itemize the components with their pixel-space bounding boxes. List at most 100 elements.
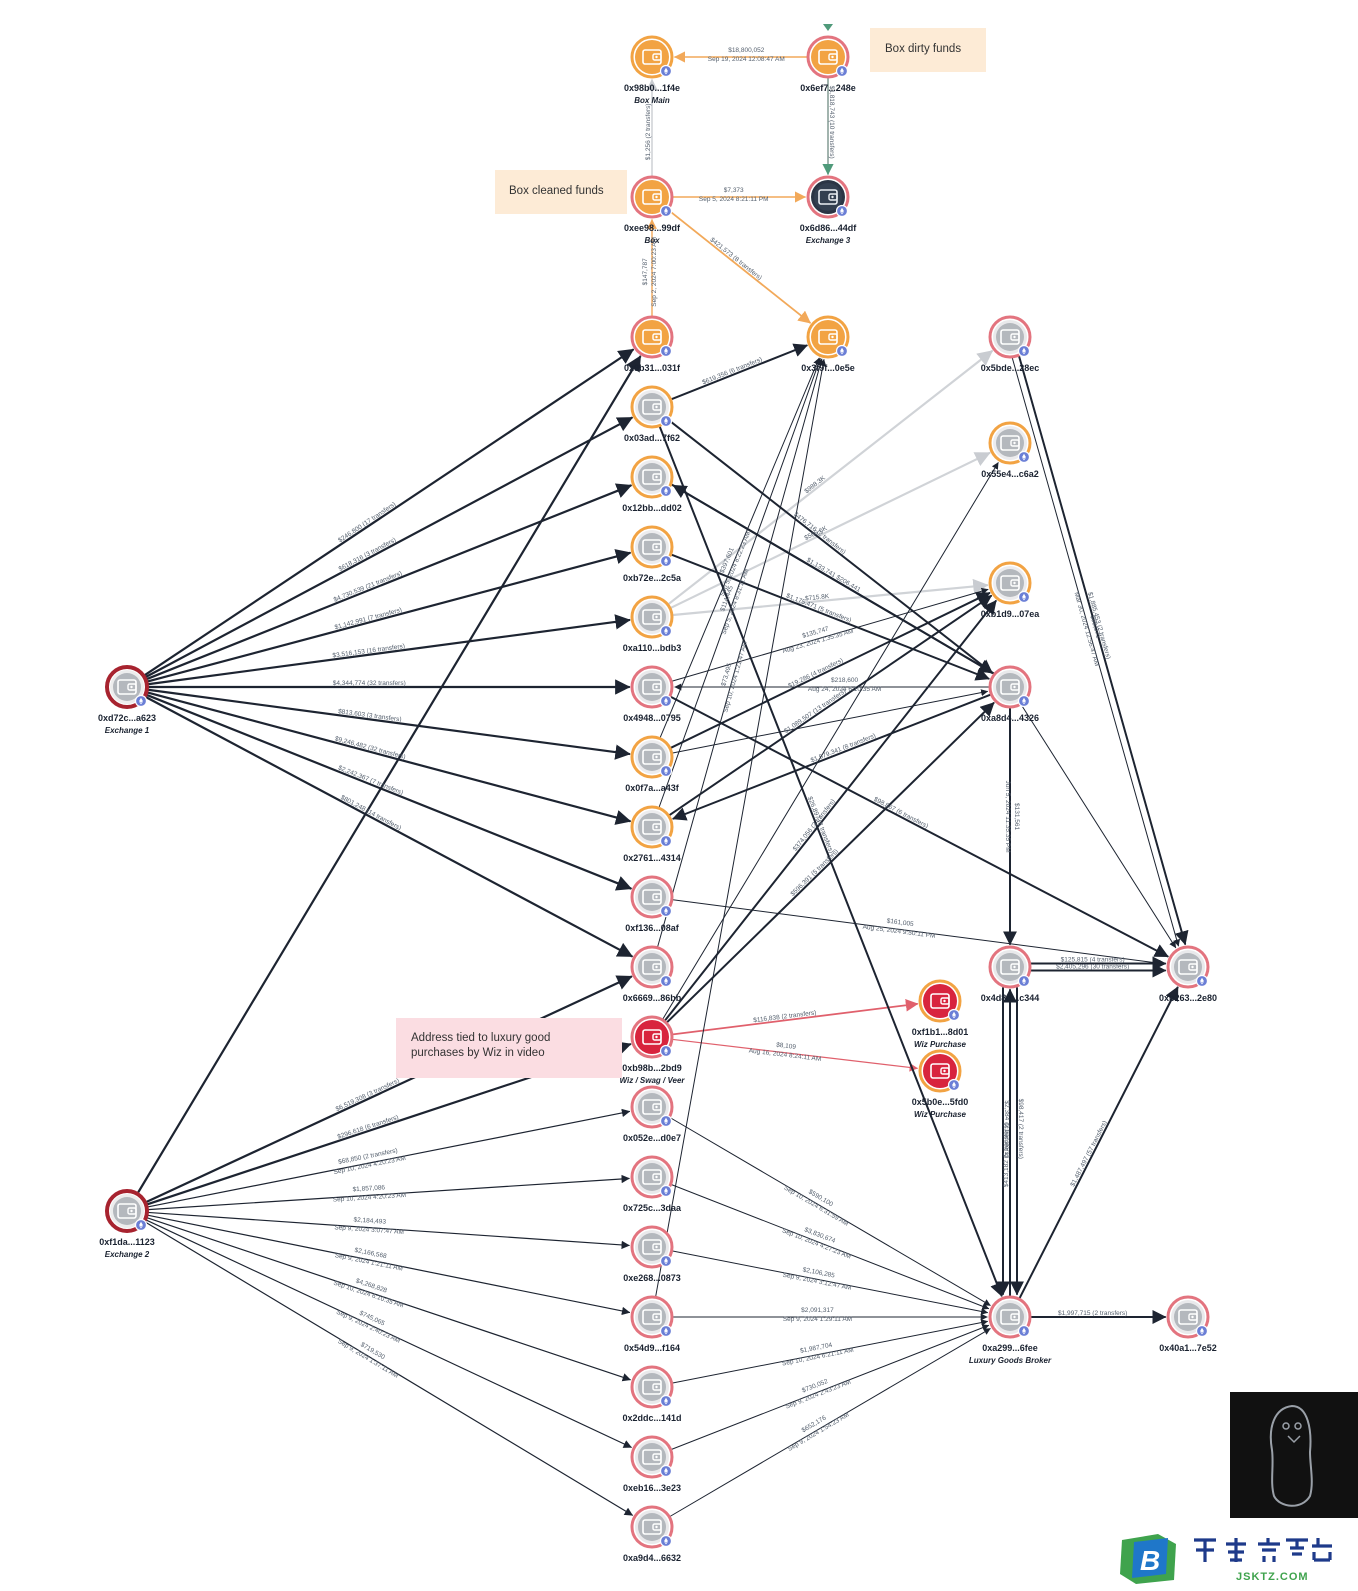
- edge-amount: $296,618 (6 transfers): [337, 1114, 400, 1141]
- edge-0xb98b-to-0xb1d9[interactable]: [664, 599, 997, 1022]
- edge-0xf1da-to-0x2ddc[interactable]: [146, 1217, 631, 1382]
- edge-0xa8d4-to-0x12bb[interactable]: [672, 484, 995, 675]
- edge-0x03ad-to-0xa8d4[interactable]: [667, 418, 993, 674]
- node-0x3f9f[interactable]: 0x3f9f...0e5e: [801, 315, 855, 373]
- edge-0xf1da-to-0x9b31[interactable]: [136, 355, 642, 1195]
- edge-0x5bde-to-0xb263[interactable]: [1011, 357, 1181, 947]
- edge-0xf1da-to-0xa9d4[interactable]: [144, 1221, 634, 1516]
- edge-0xa9d4-to-0xa299[interactable]: [669, 1328, 991, 1517]
- edge-0xd72c-to-0xf136[interactable]: [145, 693, 633, 891]
- node-0x12bb[interactable]: 0x12bb...dd02: [622, 455, 682, 513]
- edge-0xd72c-to-0xb72e[interactable]: [146, 549, 632, 683]
- node-0x54d9[interactable]: 0x54d9...f164: [624, 1295, 680, 1353]
- edge-0xa8d4-to-0xb263[interactable]: [1020, 704, 1177, 949]
- edge-0xe268-to-0xa299[interactable]: [672, 1250, 989, 1315]
- node-0x2ddc[interactable]: 0x2ddc...141d: [622, 1365, 682, 1423]
- wallet-icon: [642, 1169, 662, 1185]
- edge-0xf136-to-0xb263[interactable]: [672, 899, 1166, 967]
- edge-0xa110-to-0x5bde[interactable]: [667, 350, 994, 606]
- edge-0xd72c-to-0xa110[interactable]: [146, 614, 631, 686]
- edge-0x4948-to-0xb263[interactable]: [669, 695, 1169, 958]
- edge-0xee98-to-0x3f9f[interactable]: [667, 209, 811, 324]
- edge-0xf1da-to-0x6669[interactable]: [144, 975, 633, 1204]
- edge-0xb98b-to-0xf1b1[interactable]: [671, 999, 919, 1036]
- edge-0xd72c-to-0x12bb[interactable]: [145, 483, 633, 681]
- edge-0xd72c-to-0x2761[interactable]: [146, 691, 632, 825]
- node-0xb263[interactable]: 0xb263...2e80: [1159, 945, 1217, 1003]
- edge-0xb98b-to-0x5b0e[interactable]: [672, 1038, 918, 1072]
- node-0x6ef7[interactable]: 0x6ef7...248e: [800, 35, 856, 93]
- penguin-logo-panel: [1230, 1392, 1358, 1518]
- node-0x55e4[interactable]: 0x55e4...c6a2: [981, 421, 1039, 479]
- ethereum-icon: [659, 1394, 673, 1408]
- node-0xe268[interactable]: 0xe268...0873: [623, 1225, 681, 1283]
- edge-amount: $4,344,774 (32 transfers): [333, 680, 406, 687]
- node-0x03ad[interactable]: 0x03ad...7f62: [624, 385, 680, 443]
- wallet-icon: [1000, 1309, 1020, 1325]
- node-0x5bde[interactable]: 0x5bde...28ec: [981, 315, 1040, 373]
- edge-0xeb16-to-0xa299[interactable]: [671, 1324, 990, 1450]
- edge-0xa110-to-0xb1d9[interactable]: [671, 578, 989, 617]
- edge-0xd72c-to-0x0f7a[interactable]: [146, 688, 631, 760]
- edge-timestamp: Sep 9, 2024 1:29:11 AM: [783, 1316, 852, 1323]
- edge-0xf1da-to-0xeb16[interactable]: [145, 1219, 632, 1448]
- edge-label-0xa299-to-0xb263: $1,487,497 (57 transfers): [1069, 1120, 1108, 1188]
- edge-0xa299-to-0xb263[interactable]: [1018, 986, 1179, 1300]
- edge-0xf1da-to-0x725c[interactable]: [147, 1174, 630, 1211]
- node-0xb1d9[interactable]: 0xb1d9...07ea: [981, 561, 1041, 619]
- node-0xa110[interactable]: 0xa110...bdb3: [623, 595, 682, 653]
- node-0x2761[interactable]: 0x2761...4314: [623, 805, 681, 863]
- node-0xa8d4[interactable]: 0xa8d4...4326: [981, 665, 1039, 723]
- node-0x4948[interactable]: 0x4948...0795: [623, 665, 681, 723]
- node-0xeb16[interactable]: 0xeb16...3e23: [623, 1435, 681, 1493]
- edge-0xb98b-to-0x55e4[interactable]: [662, 462, 999, 1020]
- node-0xa9d4[interactable]: 0xa9d4...6632: [623, 1505, 681, 1563]
- edge-0x03ad-to-0xa299[interactable]: [658, 425, 1004, 1297]
- edge-0xd72c-to-0x6669[interactable]: [144, 695, 634, 958]
- edge-0xb72e-to-0xa8d4[interactable]: [670, 553, 990, 681]
- wallet-icon: [642, 399, 662, 415]
- edge-0x052e-to-0xa299[interactable]: [669, 1117, 991, 1306]
- edge-0x54d9-to-0x3f9f[interactable]: [655, 358, 827, 1297]
- edge-0x0f7a-to-0x3f9f[interactable]: [659, 357, 820, 739]
- node-0x40a1[interactable]: 0x40a1...7e52: [1159, 1295, 1217, 1353]
- edge-0x2761-to-0xb1d9[interactable]: [668, 594, 993, 817]
- edge-0xd72c-to-0x03ad[interactable]: [144, 416, 634, 679]
- node-0x052e[interactable]: 0x052e...d0e7: [623, 1085, 681, 1143]
- edge-0x2761-to-0x3f9f[interactable]: [658, 357, 822, 808]
- node-address-label: 0xa299...6fee: [982, 1343, 1038, 1353]
- edge-0xd72c-to-0x9b31[interactable]: [143, 348, 635, 677]
- node-0xf136[interactable]: 0xf136...08af: [625, 875, 680, 933]
- edge-label-0xd72c-to-0x2761: $9,246,482 (32 transfers): [334, 735, 406, 761]
- edge-0x0f7a-to-0xb1d9[interactable]: [669, 592, 991, 749]
- node-0x4d8d[interactable]: 0x4d8d...c344: [981, 945, 1040, 1003]
- edge-0xf1da-to-0x052e[interactable]: [146, 1108, 631, 1208]
- edge-0x4948-to-0xb1d9[interactable]: [671, 587, 989, 682]
- node-0x9b31[interactable]: 0x9b31...031f: [624, 315, 681, 373]
- edge-0x2ddc-to-0xa299[interactable]: [672, 1319, 989, 1384]
- edge-0xa8d4-to-0x2761[interactable]: [672, 693, 992, 821]
- edge-0x6669-to-0x3f9f[interactable]: [657, 358, 824, 948]
- edge-0xa110-to-0x55e4[interactable]: [669, 451, 991, 609]
- node-0xb72e[interactable]: 0xb72e...2c5a: [623, 525, 682, 583]
- edge-0x03ad-to-0x3f9f[interactable]: [670, 343, 808, 401]
- node-0x6669[interactable]: 0x6669...86bb: [623, 945, 682, 1003]
- edge-0xf1da-to-0xe268[interactable]: [147, 1211, 630, 1250]
- node-0x725c[interactable]: 0x725c...3daa: [623, 1155, 682, 1213]
- edge-0x725c-to-0xa299[interactable]: [671, 1184, 990, 1310]
- edge-0xf1da-to-0x54d9[interactable]: [146, 1214, 631, 1316]
- edge-0x5bde-to-0xb263[interactable]: [1018, 355, 1189, 946]
- edge-0x0f7a-to-0xa8d4[interactable]: [672, 689, 989, 754]
- node-0x0f7a[interactable]: 0x0f7a...a43f: [625, 735, 680, 793]
